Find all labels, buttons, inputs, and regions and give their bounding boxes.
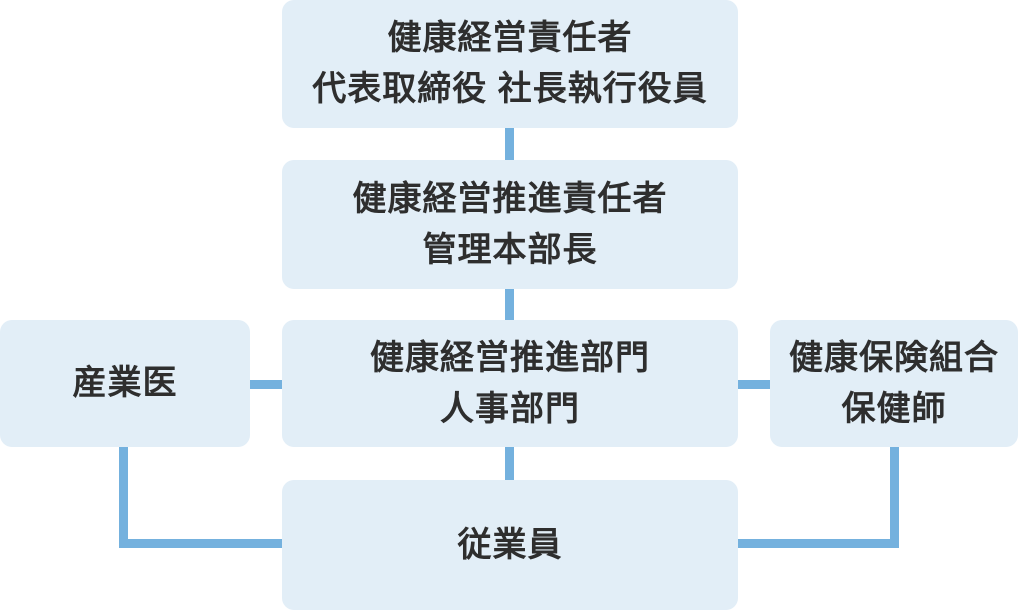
node-health-insurance-association-role: 保健師 — [841, 389, 947, 428]
node-employees: 従業員 — [282, 480, 738, 610]
node-occupational-physician-title: 産業医 — [72, 364, 178, 402]
node-health-management-promotion-dept-role: 人事部門 — [440, 389, 580, 428]
connector-physician-to-dept — [250, 380, 282, 389]
node-health-management-promotion-officer-title: 健康経営推進責任者 — [352, 179, 668, 218]
node-health-management-officer: 健康経営責任者 代表取締役 社長執行役員 — [282, 0, 738, 128]
connector-physician-to-employees — [119, 539, 282, 548]
node-health-management-promotion-officer: 健康経営推進責任者 管理本部長 — [282, 160, 738, 289]
node-occupational-physician: 産業医 — [0, 320, 250, 447]
node-health-management-promotion-officer-role: 管理本部長 — [422, 230, 598, 269]
connector-officer-to-promotion-officer — [505, 128, 514, 160]
node-health-management-officer-role: 代表取締役 社長執行役員 — [312, 70, 708, 108]
connector-physician-down — [119, 447, 128, 548]
node-health-management-promotion-dept-title: 健康経営推進部門 — [370, 338, 650, 377]
connector-insurance-to-dept — [738, 380, 770, 389]
node-health-insurance-association-title: 健康保険組合 — [789, 338, 999, 377]
connector-promotion-officer-to-dept — [505, 289, 514, 320]
node-health-management-officer-title: 健康経営責任者 — [387, 19, 633, 57]
connector-insurance-to-employees — [738, 539, 899, 548]
connector-dept-to-employees — [505, 447, 514, 480]
node-health-management-promotion-dept: 健康経営推進部門 人事部門 — [282, 320, 738, 447]
node-health-insurance-association: 健康保険組合 保健師 — [770, 320, 1018, 447]
node-employees-title: 従業員 — [457, 525, 563, 564]
connector-insurance-down — [890, 447, 899, 548]
